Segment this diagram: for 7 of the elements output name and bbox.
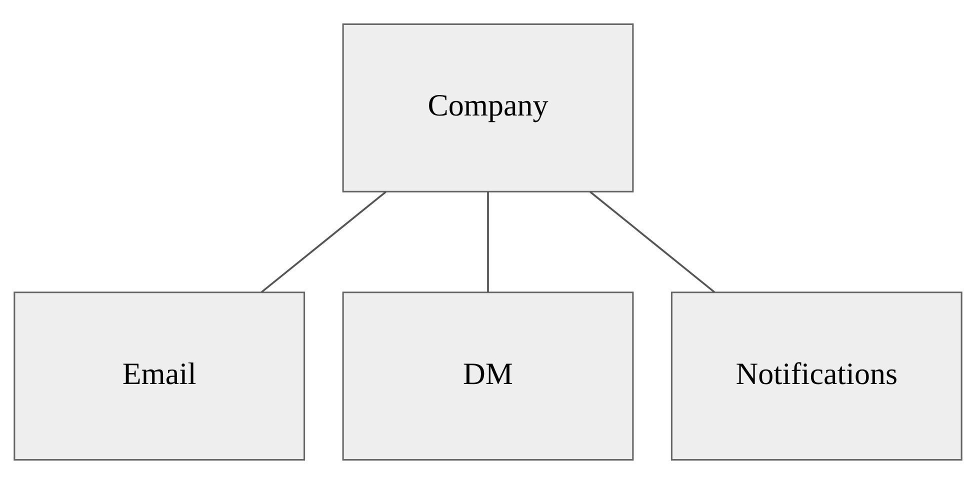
connector	[260, 191, 386, 293]
connector	[590, 191, 716, 293]
node-box: Notifications	[670, 292, 962, 461]
node-box: DM	[342, 292, 634, 461]
node-box: Email	[14, 292, 306, 461]
connector	[487, 192, 489, 292]
node-box: Company	[342, 23, 634, 192]
